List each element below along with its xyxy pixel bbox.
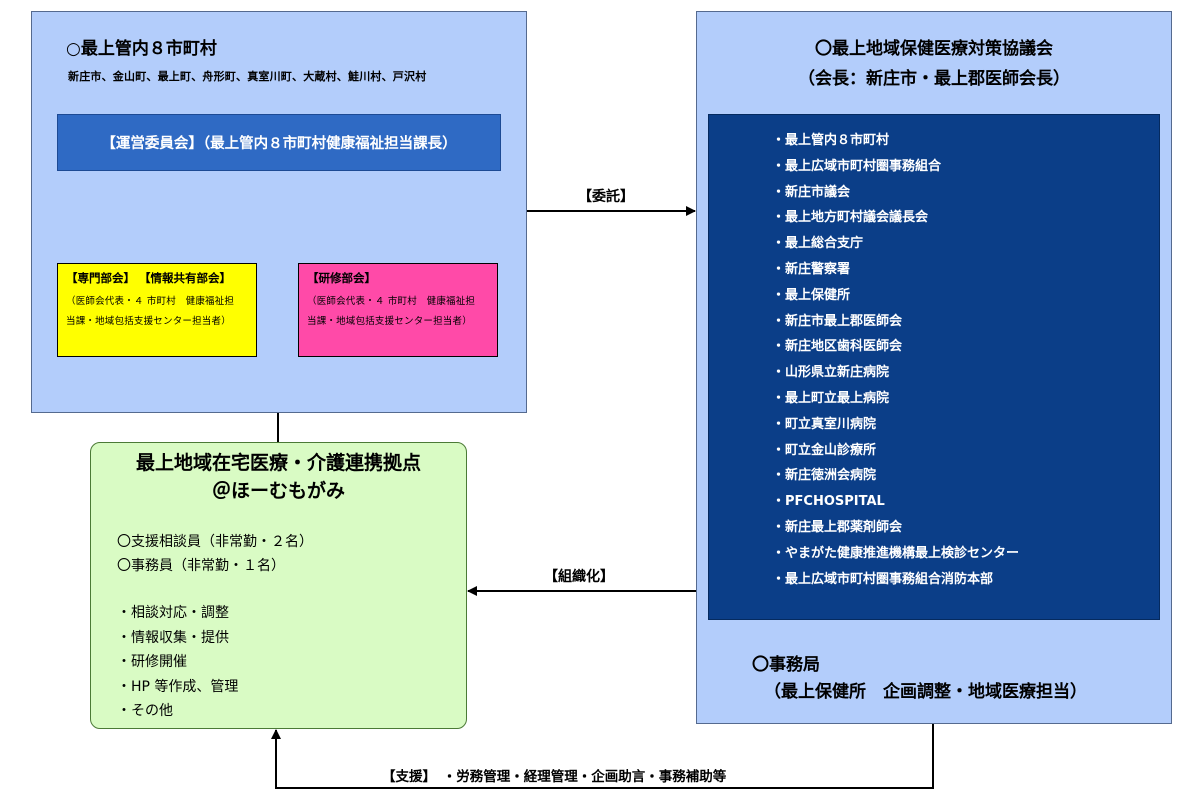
council-member-list: ・最上管内８市町村 ・最上広域市町村圏事務組合 ・新庄市議会 ・最上地方町村議会… [772,128,1019,592]
council-member-item: ・最上町立最上病院 [772,390,890,406]
council-member-item: ・最上広域市町村圏事務組合消防本部 [772,571,994,587]
secretariat-detail: （最上保健所 企画調整・地域医療担当） [764,682,1087,702]
council-member-item: ・新庄最上郡薬剤師会 [772,519,903,535]
council-member-item: ・PFCHOSPITAL [772,494,885,510]
hub-title-line2: ＠ほーむもがみ [211,480,345,502]
council-member-item: ・山形県立新庄病院 [772,365,890,381]
specialist-subcommittee-title: 【専門部会】 【情報共有部会】 [66,271,232,285]
training-subcommittee-box: 【研修部会】 （医師会代表・４ 市町村 健康福祉担 当課・地域包括支援センター担… [298,263,498,357]
steering-committee-box: 【運営委員会】（最上管内８市町村健康福祉担当課長） [57,114,501,171]
municipalities-list: 新庄市、金山町、最上町、舟形町、真室川町、大蔵村、鮭川村、戸沢村 [68,70,427,83]
hub-staff-item: 〇事務員（非常勤・１名） [117,558,285,574]
council-member-item: ・町立金山診療所 [772,442,877,458]
hub-task-list: ・相談対応・調整 ・情報収集・提供 ・研修開催 ・HP 等作成、管理 ・その他 [117,601,238,724]
council-title-line2: （会長：新庄市・最上郡医師会長） [798,69,1070,89]
specialist-subcommittee-box: 【専門部会】 【情報共有部会】 （医師会代表・４ 市町村 健康福祉担 当課・地域… [57,263,257,357]
hub-staff-item: 〇支援相談員（非常勤・２名） [117,534,313,550]
support-arrow [271,724,934,789]
council-title: 〇最上地域保健医療対策協議会 （会長：新庄市・最上郡医師会長） [696,34,1172,94]
council-member-item: ・新庄徳洲会病院 [772,468,877,484]
council-members-box [708,114,1160,620]
organize-label: 【組織化】 [544,569,614,585]
hub-task-item: ・相談対応・調整 [117,605,229,621]
training-subcommittee-members: （医師会代表・４ 市町村 健康福祉担 当課・地域包括支援センター担当者） [307,296,476,327]
hub-task-item: ・研修開催 [117,654,187,670]
council-member-item: ・最上広域市町村圏事務組合 [772,158,942,174]
council-member-item: ・新庄市議会 [772,184,851,200]
council-member-item: ・新庄警察署 [772,261,851,277]
training-subcommittee-title: 【研修部会】 [307,271,376,285]
support-label: 【支援】 ・労務管理・経理管理・企画助言・事務補助等 [382,769,727,785]
municipalities-title: ○最上管内８市町村 [66,39,217,59]
council-member-item: ・町立真室川病院 [772,416,877,432]
specialist-subcommittee-members: （医師会代表・４ 市町村 健康福祉担 当課・地域包括支援センター担当者） [66,296,235,327]
entrust-label: 【委託】 [578,189,634,205]
council-member-item: ・最上総合支庁 [772,236,864,252]
council-member-item: ・最上管内８市町村 [772,133,890,148]
hub-title: 最上地域在宅医療・介護連携拠点 ＠ほーむもがみ [90,449,467,505]
hub-task-item: ・HP 等作成、管理 [117,678,239,695]
council-member-item: ・新庄市最上郡医師会 [772,313,903,329]
council-member-item: ・新庄地区歯科医師会 [772,339,903,355]
council-member-item: ・最上保健所 [772,287,851,303]
hub-task-item: ・情報収集・提供 [117,629,229,646]
hub-staff-list: 〇支援相談員（非常勤・２名） 〇事務員（非常勤・１名） [117,530,313,578]
council-member-item: ・最上地方町村議会議長会 [772,210,929,226]
council-title-line1: 〇最上地域保健医療対策協議会 [815,39,1053,59]
home-care-hub-box [90,442,467,729]
secretariat-title: 〇事務局 [752,655,820,675]
hub-task-item: ・その他 [117,703,173,719]
hub-title-line1: 最上地域在宅医療・介護連携拠点 [135,452,421,474]
council-member-item: ・やまがた健康推進機構最上検診センター [772,545,1020,561]
